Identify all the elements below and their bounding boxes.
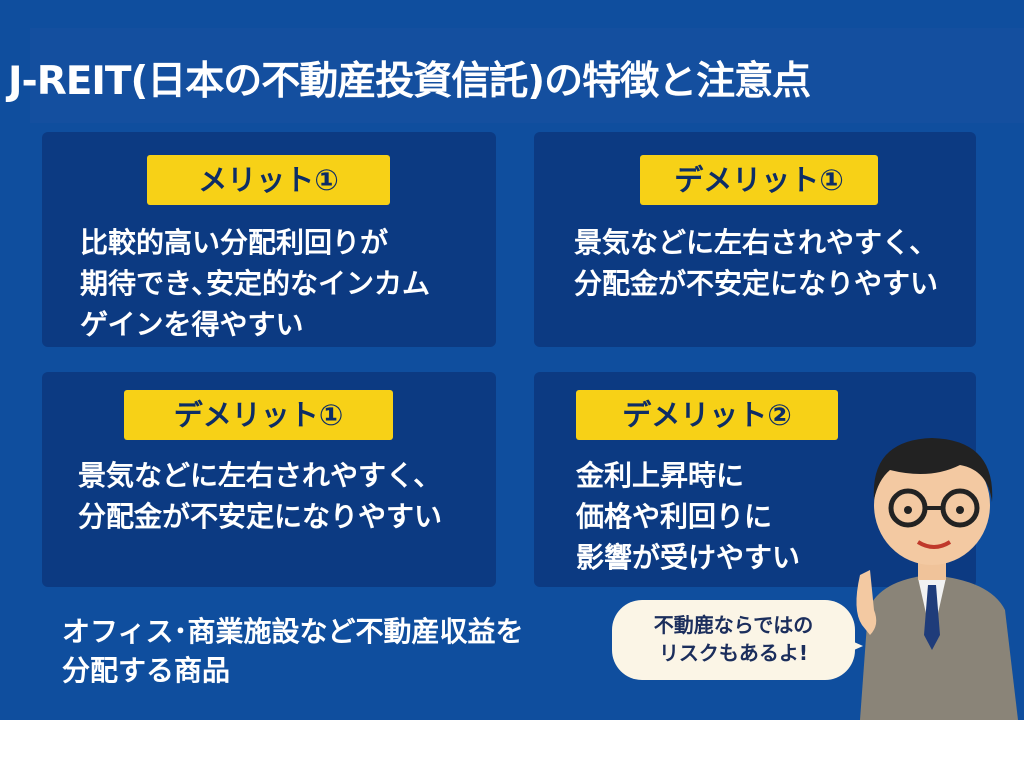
card-label: デメリット① xyxy=(124,390,393,440)
businessman-illustration xyxy=(856,438,1018,720)
card-body: 景気などに左右されやすく､ 分配金が不安定になりやすい xyxy=(574,226,939,300)
page-title: J-REIT(日本の不動産投資信託)の特徴と注意点 xyxy=(8,59,811,104)
speech-bubble: 不動鹿ならではの リスクもあるよ! xyxy=(612,600,855,680)
description-note: オフィス･商業施設など不動産収益を 分配する商品 xyxy=(62,615,524,687)
card-body: 金利上昇時に 価格や利回りに 影響が受けやすい xyxy=(576,459,801,574)
card-label: デメリット② xyxy=(576,390,838,440)
title-bar xyxy=(30,28,1024,123)
card-body: 景気などに左右されやすく､ 分配金が不安定になりやすい xyxy=(78,459,443,533)
card-body: 比較的高い分配利回りが 期待でき､安定的なインカム ゲインを得やすい xyxy=(80,226,431,341)
card-label: メリット① xyxy=(147,155,390,205)
speech-bubble-tail xyxy=(845,638,863,654)
card-label: デメリット① xyxy=(640,155,878,205)
